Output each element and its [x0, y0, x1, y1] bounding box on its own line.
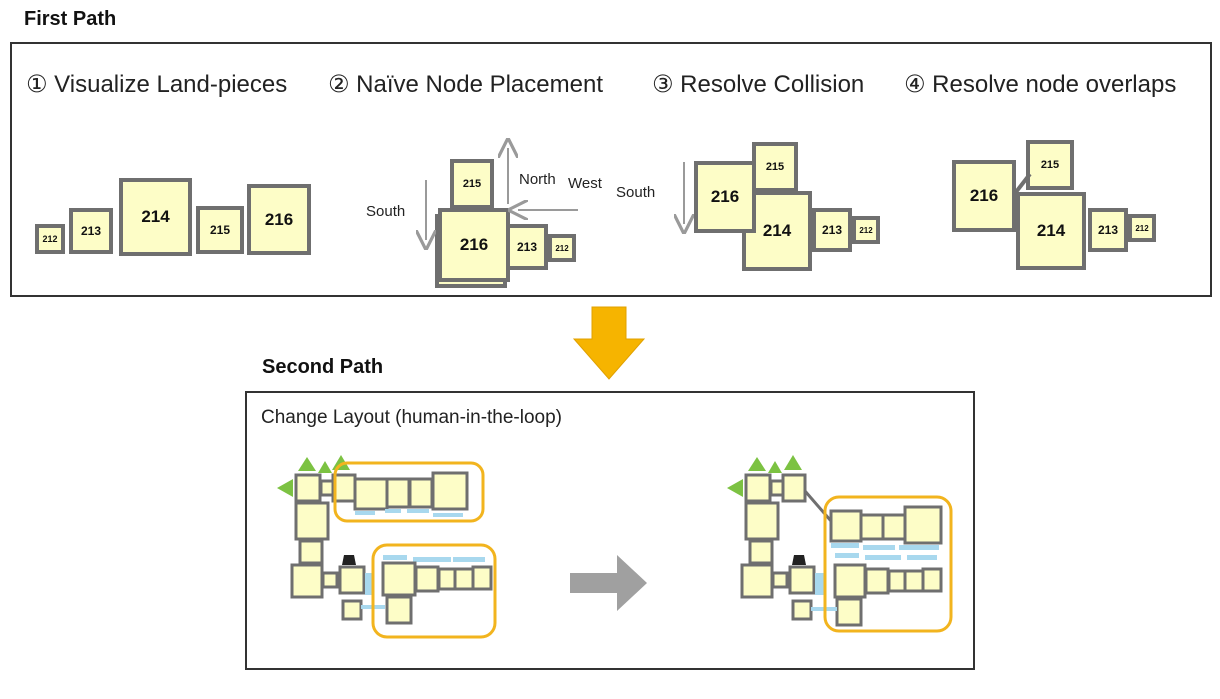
layout-after	[727, 455, 953, 633]
step1-title: ① Visualize Land-pieces	[26, 71, 288, 98]
layout-before	[277, 455, 497, 639]
building-icon	[342, 555, 356, 565]
highlight-after	[823, 495, 953, 633]
step3-node-212: 212	[852, 216, 880, 244]
step1-node-212: 212	[35, 224, 65, 254]
step3-south-label: South	[616, 184, 656, 201]
step2-north-label: North	[519, 171, 556, 188]
step3-node-213: 213	[812, 208, 852, 252]
step2-south-label: South	[366, 203, 406, 220]
step2-node-212: 212	[548, 234, 576, 262]
step2-node-215: 215	[450, 159, 494, 209]
step1-node-215: 215	[196, 206, 244, 254]
entrance-icon-7	[784, 455, 802, 470]
right-arrow-icon	[570, 555, 647, 611]
first-path-panel: ① Visualize Land-pieces ② Naïve Node Pla…	[10, 42, 1212, 297]
step1-node-214: 214	[119, 178, 192, 256]
second-path-label: Second Path	[262, 356, 384, 378]
entrance-icon-3	[332, 455, 350, 470]
layout-diagram	[277, 455, 953, 639]
step4-title: ④ Resolve node overlaps	[904, 71, 1177, 98]
step4-node-214: 214	[1016, 192, 1086, 270]
step1-node-216: 216	[247, 184, 311, 255]
step2-node-216: 216	[438, 208, 510, 282]
step3-node-215: 215	[752, 142, 798, 192]
entrance-icon-2	[318, 461, 332, 473]
entrance-icon-5	[748, 457, 766, 471]
step2-node-213: 213	[506, 224, 548, 270]
step3-title: ③ Resolve Collision	[652, 71, 865, 98]
first-path-label: First Path	[24, 8, 117, 30]
down-arrow-icon	[572, 306, 646, 380]
step2-title: ② Naïve Node Placement	[328, 71, 603, 98]
step4-node-216: 216	[952, 160, 1016, 232]
step4-node-213: 213	[1088, 208, 1128, 252]
second-path-title: Change Layout (human-in-the-loop)	[261, 407, 563, 428]
entrance-icon-8	[727, 479, 743, 497]
highlight-upper-before	[333, 461, 485, 523]
step3-node-216: 216	[694, 161, 756, 233]
step4-node-215: 215	[1026, 140, 1074, 190]
second-path-panel: Change Layout (human-in-the-loop)	[245, 391, 975, 670]
building-icon-2	[792, 555, 806, 565]
step4-node-212: 212	[1128, 214, 1156, 242]
step4-connector	[1014, 172, 1032, 194]
entrance-icon-6	[768, 461, 782, 473]
entrance-icon-4	[277, 479, 293, 497]
step1-node-213: 213	[69, 208, 113, 254]
step2-west-label: West	[568, 175, 602, 192]
highlight-lower-before	[371, 543, 497, 639]
entrance-icon-1	[298, 457, 316, 471]
step-arrows-overlay	[12, 44, 1032, 299]
